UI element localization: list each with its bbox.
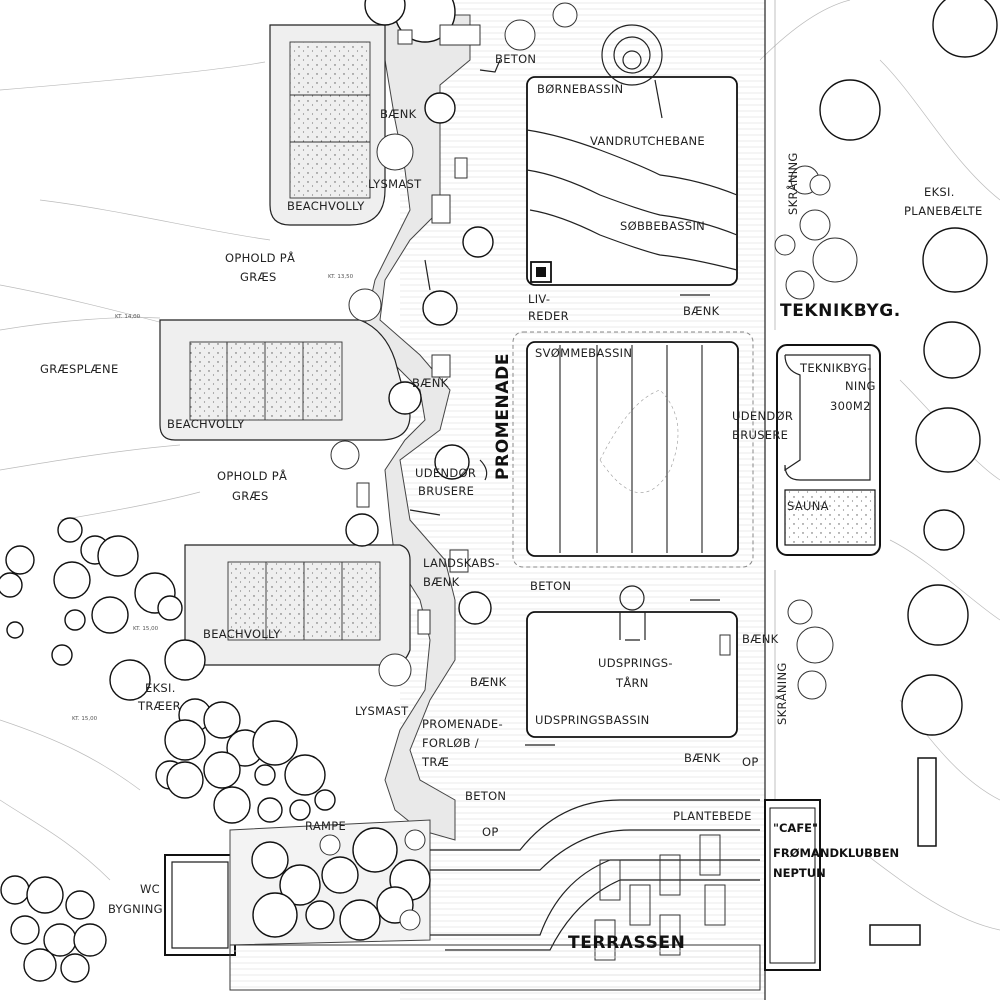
- label-ophold-1b: GRÆS: [240, 270, 277, 284]
- water-slide: [601, 24, 663, 119]
- label-rampe: RAMPE: [305, 819, 346, 833]
- benches: [356, 24, 937, 946]
- label-graesplaene: GRÆSPLÆNE: [40, 362, 119, 376]
- label-eksi-traeer-b: TRÆER: [137, 699, 181, 713]
- label-baenk-6: BÆNK: [684, 751, 721, 765]
- label-beachvolly-3: BEACHVOLLY: [203, 627, 281, 641]
- label-baenk-5: BÆNK: [470, 675, 507, 689]
- beach-volley-court-2: [159, 319, 411, 441]
- label-beachvolly-2: BEACHVOLLY: [167, 417, 245, 431]
- label-kt-1500b: KT. 15,00: [72, 716, 98, 722]
- label-udsprings-a: UDSPRINGS-: [598, 656, 673, 670]
- label-udendoer-1a: UDENDØR: [415, 466, 476, 480]
- label-cafe: "CAFE": [773, 821, 818, 835]
- label-kt-1350: KT. 13,50: [328, 274, 354, 280]
- light-masts: [330, 2, 578, 687]
- label-kt-1500: KT. 15,00: [133, 626, 159, 632]
- label-wc-b: BYGNING: [108, 902, 163, 916]
- label-eksi-traeer-a: EKSI.: [145, 681, 176, 695]
- label-op-1: OP: [742, 755, 759, 769]
- label-vandrutchebane: VANDRUTCHEBANE: [590, 134, 705, 148]
- label-beachvolly-1: BEACHVOLLY: [287, 199, 365, 213]
- label-skraaning-1: SKRÅNING: [785, 152, 800, 215]
- label-lysmast-2: LYSMAST: [355, 704, 409, 718]
- label-ophold-2a: OPHOLD PÅ: [217, 468, 287, 483]
- label-udendoer-1b: BRUSERE: [418, 484, 474, 498]
- label-lysmast-1: LYSMAST: [368, 177, 422, 191]
- label-wc-a: WC: [140, 882, 160, 896]
- label-baenk-4: BÆNK: [742, 632, 779, 646]
- label-eksi-planebaelte-a: EKSI.: [924, 185, 955, 199]
- label-sobbebassin: SØBBEBASSIN: [620, 219, 705, 233]
- label-landskabs-b: BÆNK: [423, 575, 460, 589]
- label-teknikbygning-c: 300M2: [830, 399, 871, 413]
- beach-volley-court-3: [184, 544, 411, 666]
- label-terrassen: TERRASSEN: [568, 933, 686, 953]
- label-baenk-1: BÆNK: [380, 107, 417, 121]
- label-teknikbyg: TEKNIKBYG.: [780, 301, 901, 321]
- wc-building: [164, 854, 236, 956]
- label-beton-low: BETON: [465, 789, 506, 803]
- label-ophold-1a: OPHOLD PÅ: [225, 250, 295, 265]
- label-teknikbygning-b: NING: [845, 379, 876, 393]
- label-udspringsbassin: UDSPRINGSBASSIN: [535, 713, 650, 727]
- childrens-pool: [526, 76, 738, 286]
- label-svoemmebassin: SVØMMEBASSIN: [535, 346, 632, 360]
- label-livreder-b: REDER: [528, 309, 569, 323]
- label-sauna: SAUNA: [787, 499, 829, 513]
- lifeguard-tower-inner: [536, 267, 546, 277]
- label-ophold-2b: GRÆS: [232, 489, 269, 503]
- label-promenade: PROMENADE: [493, 353, 513, 480]
- label-froemandklubben: FRØMANDKLUBBEN: [773, 846, 899, 860]
- label-udsprings-b: TÅRN: [615, 675, 649, 690]
- label-teknikbygning-a: TEKNIKBYG-: [799, 361, 872, 375]
- label-promenade-forloeb-b: FORLØB /: [422, 736, 479, 750]
- label-promenade-forloeb-c: TRÆ: [421, 755, 449, 769]
- labels: BØRNEBASSIN VANDRUTCHEBANE SØBBEBASSIN B…: [40, 52, 983, 953]
- label-promenade-forloeb-a: PROMENADE-: [422, 717, 503, 731]
- technical-building: [776, 344, 881, 556]
- label-neptun: NEPTUN: [773, 866, 826, 880]
- beach-volley-court-1: [269, 24, 386, 226]
- label-udendoer-2a: UDENDØR: [732, 409, 793, 423]
- label-plantebede: PLANTEBEDE: [673, 809, 752, 823]
- label-livreder-a: LIV-: [528, 292, 550, 306]
- label-eksi-planebaelte-b: PLANEBÆLTE: [904, 204, 983, 218]
- label-udendoer-2b: BRUSERE: [732, 428, 788, 442]
- label-op-2: OP: [482, 825, 499, 839]
- label-baenk-3: BÆNK: [412, 376, 449, 390]
- diving-pool: [526, 585, 738, 738]
- cafe-building: [764, 799, 821, 971]
- label-beton-top: BETON: [495, 52, 536, 66]
- label-kt-1400: KT. 14,00: [115, 314, 141, 320]
- label-boernebassin: BØRNEBASSIN: [537, 82, 623, 96]
- label-skraaning-2: SKRÅNING: [774, 662, 789, 725]
- label-beton-mid: BETON: [530, 579, 571, 593]
- label-landskabs-a: LANDSKABS-: [423, 556, 500, 570]
- swimming-pool: [512, 331, 754, 568]
- label-baenk-2: BÆNK: [683, 304, 720, 318]
